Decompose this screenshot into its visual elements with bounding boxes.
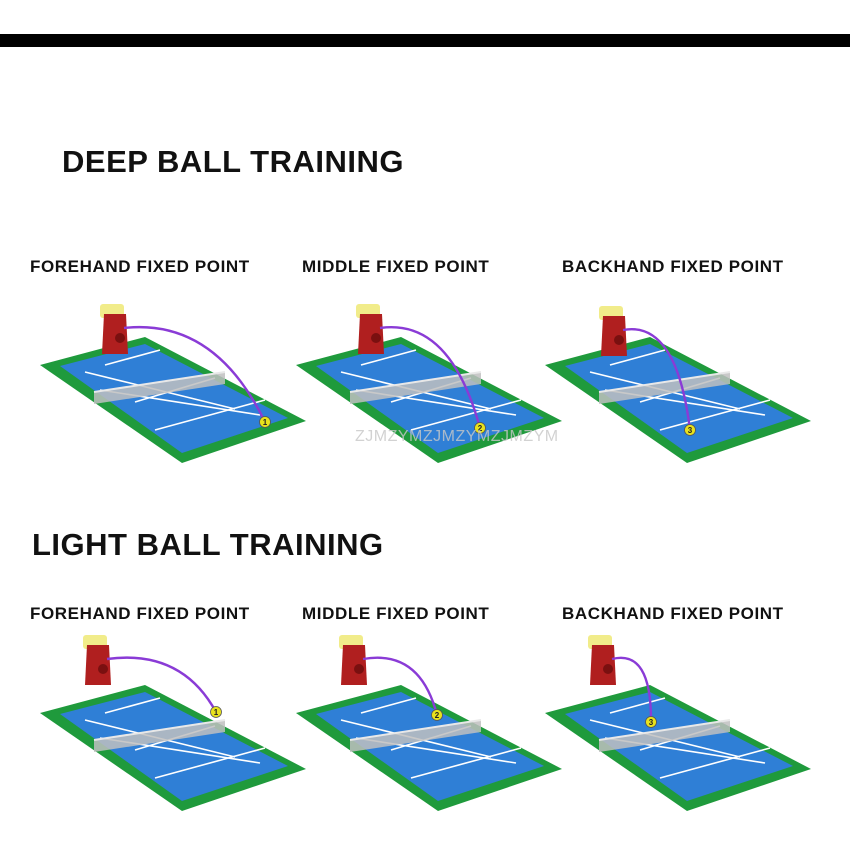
service-line [104,697,161,714]
ball-trajectory [123,325,267,423]
deep-middle-label: MIDDLE FIXED POINT [302,257,490,276]
service-line [360,697,417,714]
court-panel-light-1: 1 [40,635,306,811]
light-forehand-label: FOREHAND FIXED POINT [30,604,250,623]
court-surface [316,692,544,801]
machine-wheel [354,664,364,674]
net-top [598,719,731,741]
target-point-number: 1 [214,708,219,717]
machine-wheel [614,335,624,345]
watermark-text: ZJMZYMZJMZYMZJMZYM [355,428,559,445]
service-line [360,349,417,366]
ball-trajectory [362,656,439,716]
service-line [609,697,666,714]
court-panel-deep-2: 2 [296,304,562,463]
court-panel-light-2: 2 [296,635,562,811]
target-ball [684,424,696,436]
net [599,720,730,752]
deep-forehand-label: FOREHAND FIXED POINT [30,257,250,276]
court-surface [60,692,288,801]
net-top [598,371,731,393]
machine-wheel [603,664,613,674]
light-middle-label: MIDDLE FIXED POINT [302,604,490,623]
baseline-line [659,747,771,779]
machine-wheel [115,333,125,343]
net [350,720,481,752]
net [599,372,730,404]
baseline-line [410,399,522,431]
machine-wheel [98,664,108,674]
target-point-number: 1 [263,418,268,427]
ball-machine-body [358,314,384,354]
ball-trajectory [611,656,653,723]
machine-wheel [371,333,381,343]
net [94,720,225,752]
service-line [104,349,161,366]
court-panel-deep-1: 1 [40,304,306,463]
service-line [609,349,666,366]
target-point-number: 3 [649,718,654,727]
target-point-number: 3 [688,426,693,435]
target-ball [474,422,486,434]
ball-trajectory [379,325,482,429]
ball-machine-body [601,316,627,356]
deep-backhand-label: BACKHAND FIXED POINT [562,257,784,276]
baseline-line [154,747,266,779]
target-ball [431,709,443,721]
ball-machine-body [85,645,111,685]
net [94,372,225,404]
target-ball [210,706,222,718]
court-surface [565,344,793,453]
light-backhand-label: BACKHAND FIXED POINT [562,604,784,623]
net-top [349,719,482,741]
target-point-number: 2 [478,424,483,433]
target-ball [259,416,271,428]
ball-machine-body [341,645,367,685]
court-surface [565,692,793,801]
ball-trajectory [106,656,218,713]
ball-machine-body [590,645,616,685]
top-divider-bar [0,34,850,47]
target-point-number: 2 [435,711,440,720]
ball-machine-body [102,314,128,354]
court-surface [316,344,544,453]
net-top [93,719,226,741]
court-panel-light-3: 3 [545,635,811,811]
court-surface [60,344,288,453]
ball-trajectory [622,327,692,431]
light-ball-training-title: LIGHT BALL TRAINING [32,527,384,562]
baseline-line [410,747,522,779]
court-panel-deep-3: 3 [545,306,811,463]
baseline-line [659,399,771,431]
target-ball [645,716,657,728]
baseline-line [154,399,266,431]
net [350,372,481,404]
net-top [93,371,226,393]
deep-ball-training-title: DEEP BALL TRAINING [62,144,404,179]
